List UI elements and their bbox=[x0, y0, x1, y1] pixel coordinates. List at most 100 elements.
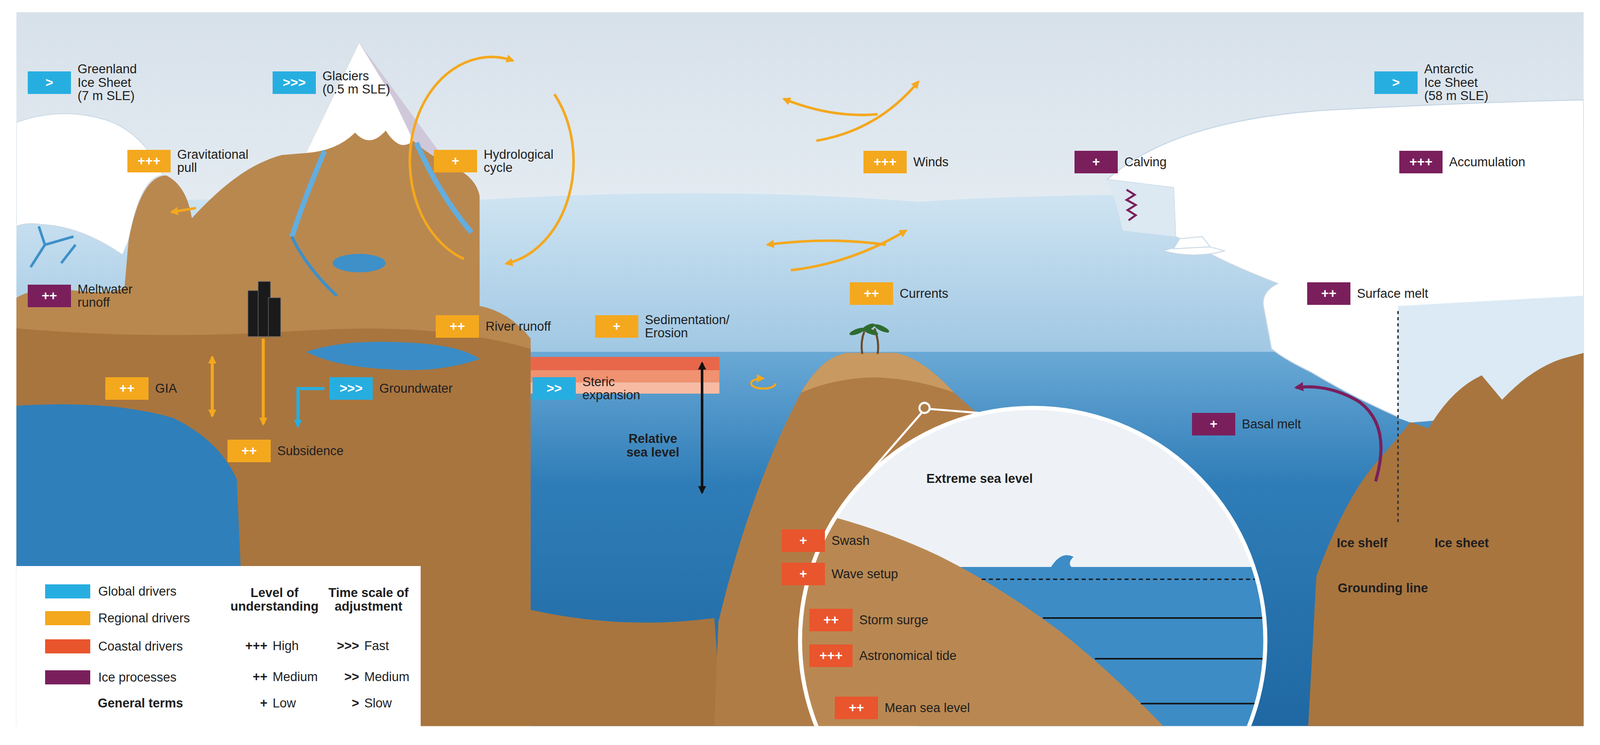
legend-symbol: ++ bbox=[252, 670, 268, 685]
hydrological-arc bbox=[506, 94, 574, 265]
driver-label: Glaciers (0.5 m SLE) bbox=[322, 69, 393, 97]
scaled-artwork bbox=[16, 12, 1585, 745]
legend-term: Fast bbox=[364, 639, 390, 654]
legend-symbol: > bbox=[351, 697, 360, 711]
driver-item: ++ Currents bbox=[849, 282, 949, 306]
driver-item: >>>Glaciers (0.5 m SLE) bbox=[272, 69, 393, 97]
rating-badge: + bbox=[1192, 413, 1236, 436]
rating-badge: +++ bbox=[127, 149, 171, 173]
palm-leaf bbox=[860, 322, 876, 334]
driver-label: Sedimentation/ Erosion bbox=[644, 313, 735, 341]
gravity-arrow bbox=[171, 208, 197, 213]
legend-term: Slow bbox=[364, 697, 393, 711]
driver-item: ++ Subsidence bbox=[227, 439, 344, 463]
legend-heading: General terms bbox=[97, 697, 184, 711]
rating-badge: > bbox=[27, 71, 71, 95]
driver-label: Steric expansion bbox=[582, 375, 644, 403]
subsidence-arrow bbox=[261, 338, 266, 425]
ice-label: Ice sheet bbox=[1434, 536, 1490, 551]
legend-swatch bbox=[45, 584, 91, 599]
magnifier-line bbox=[854, 413, 922, 491]
relative-sea-level-arrow bbox=[700, 363, 704, 494]
continent-section bbox=[16, 328, 531, 727]
rating-badge: ++ bbox=[834, 697, 879, 720]
legend-term: Low bbox=[272, 697, 297, 711]
extreme-sea-level-inset bbox=[785, 406, 1276, 727]
measure-label: Relative sea level bbox=[623, 432, 683, 460]
rating-badge: ++ bbox=[105, 377, 149, 400]
calving-crack bbox=[1126, 189, 1137, 221]
legend-symbol: >>> bbox=[337, 639, 360, 654]
inset-border bbox=[800, 407, 1266, 727]
rating-badge: +++ bbox=[809, 644, 853, 668]
rating-badge: + bbox=[595, 315, 639, 338]
magnifier-line bbox=[929, 409, 980, 414]
driver-item: >Greenland Ice Sheet (7 m SLE) bbox=[27, 62, 142, 103]
rating-badge: ++ bbox=[227, 439, 271, 463]
driver-label: Winds bbox=[913, 155, 949, 169]
driver-label: Subsidence bbox=[277, 444, 344, 458]
groundwater-arrow bbox=[298, 388, 325, 427]
rating-badge: + bbox=[781, 529, 825, 553]
inset-beach bbox=[785, 506, 1164, 727]
island-top bbox=[800, 352, 955, 393]
palm-leaf bbox=[873, 322, 891, 335]
iceberg-top bbox=[1173, 236, 1211, 250]
legend-text: Global drivers bbox=[98, 584, 177, 600]
rating-badge: >>> bbox=[272, 71, 316, 95]
wind-arrow bbox=[783, 99, 878, 116]
framed-artwork bbox=[16, 12, 1585, 727]
magnifier-origin bbox=[919, 403, 930, 414]
legend-swatch bbox=[45, 670, 91, 685]
ice-label: Ice shelf bbox=[1336, 536, 1388, 551]
driver-label: Gravitational pull bbox=[177, 148, 253, 175]
basal-melt-arrow bbox=[1295, 386, 1381, 482]
tide-level bbox=[1094, 658, 1276, 660]
steric-band bbox=[530, 357, 720, 371]
legend-text: Regional drivers bbox=[98, 611, 190, 627]
driver-item: + Basal melt bbox=[1192, 413, 1302, 436]
driver-item: ++ River runoff bbox=[435, 315, 551, 338]
driver-label: Basal melt bbox=[1241, 417, 1302, 432]
driver-label: Surface melt bbox=[1356, 287, 1429, 301]
antarctic-ice bbox=[1107, 100, 1585, 423]
driver-item: >>>Groundwater bbox=[329, 377, 453, 400]
driver-label: Mean sea level bbox=[884, 701, 971, 715]
inset-title: Extreme sea level bbox=[926, 472, 1034, 487]
legend-row: Coastal drivers bbox=[45, 639, 183, 655]
legend-row: Global drivers bbox=[45, 584, 177, 600]
palm-leaves bbox=[848, 322, 890, 338]
driver-item: ++Meltwater runoff bbox=[27, 282, 137, 310]
current-arrow bbox=[767, 240, 887, 245]
legend-text: Coastal drivers bbox=[98, 639, 183, 655]
rating-badge: +++ bbox=[863, 150, 907, 174]
mountain-shadow bbox=[359, 42, 449, 166]
driver-label: River runoff bbox=[485, 320, 551, 334]
grounding-line bbox=[1397, 311, 1399, 526]
rating-badge: >>> bbox=[329, 377, 373, 400]
driver-item: +Sedimentation/ Erosion bbox=[595, 313, 735, 341]
deep-water-left bbox=[16, 404, 242, 572]
rating-badge: ++ bbox=[849, 282, 894, 306]
driver-item: +++Gravitational pull bbox=[127, 148, 253, 175]
wind-arrow bbox=[816, 81, 919, 142]
building bbox=[268, 298, 281, 337]
driver-item: +Hydrological cycle bbox=[433, 148, 558, 175]
wave-setup-level bbox=[981, 579, 1276, 581]
driver-item: +Calving bbox=[1074, 150, 1167, 174]
rating-badge: >> bbox=[532, 377, 576, 400]
driver-label: Astronomical tide bbox=[859, 649, 957, 663]
driver-label: Accumulation bbox=[1449, 155, 1526, 169]
legend-swatch bbox=[45, 611, 91, 626]
driver-item: +++ Astronomical tide bbox=[809, 644, 957, 668]
lake bbox=[332, 254, 386, 273]
rating-badge: ++ bbox=[435, 315, 479, 338]
driver-item: ++GIA bbox=[105, 377, 178, 400]
driver-label: Currents bbox=[899, 287, 949, 301]
legend-term: Medium bbox=[364, 670, 410, 685]
legend-symbol: >> bbox=[344, 670, 360, 685]
driver-item: ++Storm surge bbox=[809, 609, 929, 632]
legend-row: Regional drivers bbox=[45, 611, 190, 627]
rating-badge: ++ bbox=[809, 609, 853, 632]
driver-label: Calving bbox=[1124, 155, 1167, 169]
